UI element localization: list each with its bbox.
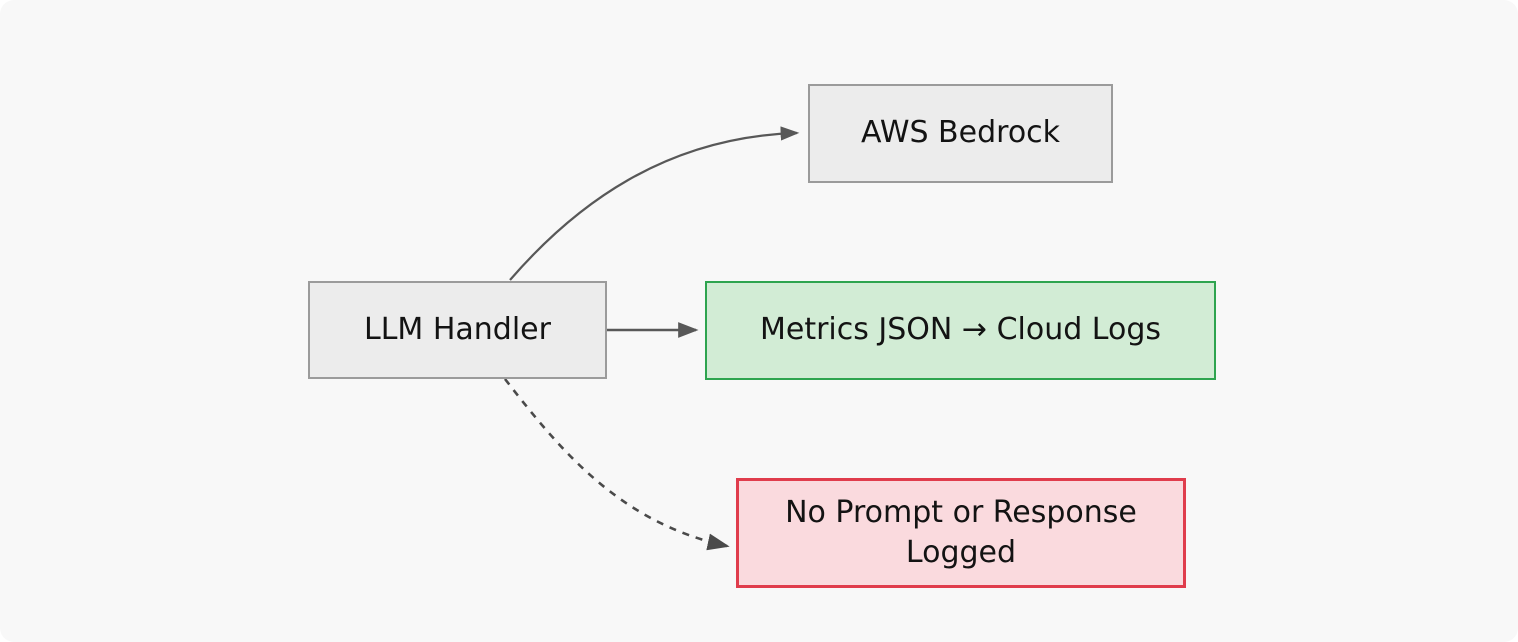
node-metrics-json-cloud-logs-label: Metrics JSON → Cloud Logs (759, 312, 1162, 348)
node-no-prompt-or-response-logged-label: No Prompt or Response Logged (785, 494, 1137, 571)
edge-llm-handler-to-aws-bedrock (509, 126, 800, 281)
node-aws-bedrock-label: AWS Bedrock (860, 115, 1061, 151)
node-aws-bedrock[interactable]: AWS Bedrock (808, 84, 1113, 183)
node-metrics-json-cloud-logs[interactable]: Metrics JSON → Cloud Logs (705, 281, 1216, 380)
node-llm-handler[interactable]: LLM Handler (308, 281, 607, 379)
node-no-prompt-or-response-logged[interactable]: No Prompt or Response Logged (736, 478, 1186, 588)
node-llm-handler-label: LLM Handler (364, 311, 551, 347)
edge-llm-handler-to-no-logging (503, 378, 730, 551)
